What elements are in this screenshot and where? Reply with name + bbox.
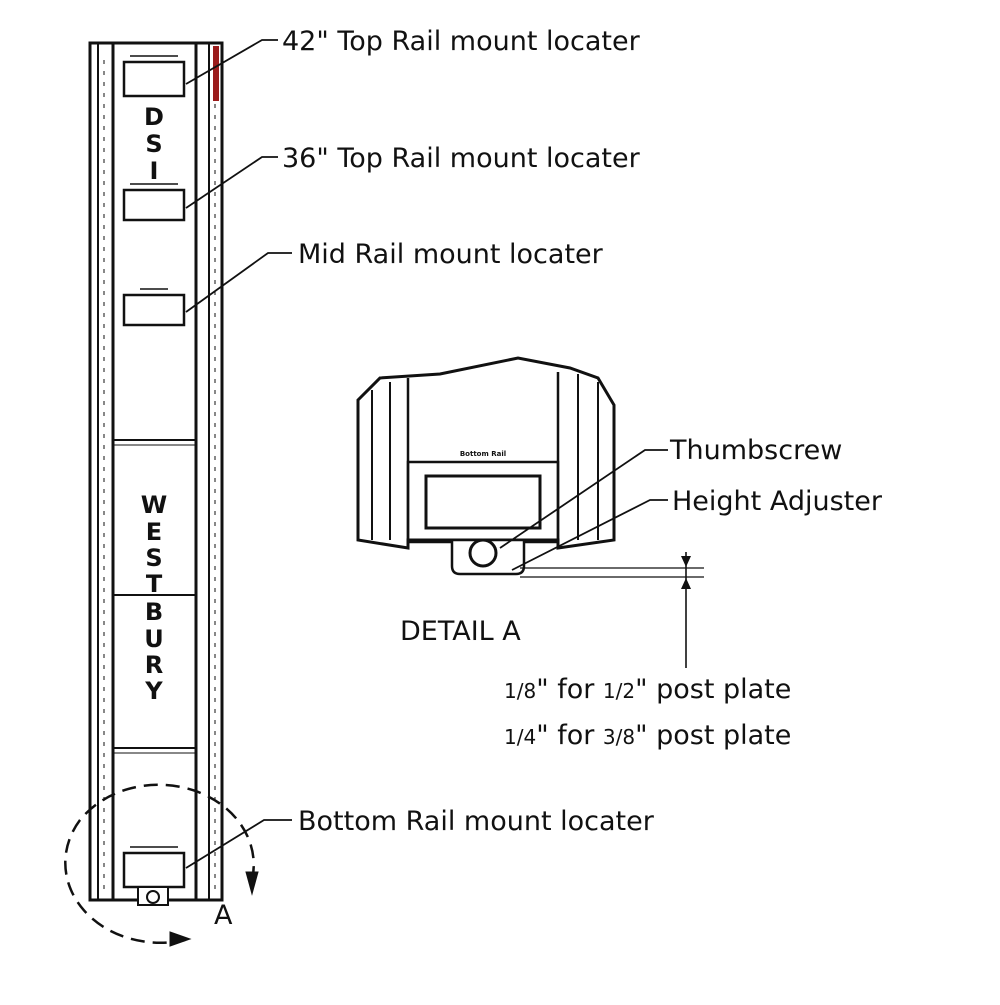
brand-letter: D [144, 103, 164, 131]
detail-leaders [499, 449, 704, 668]
bottom-rail-locater [122, 851, 186, 889]
leader-height-adjuster [511, 499, 668, 571]
note-suffix: " post plate [635, 720, 791, 751]
spacing-note-1: 1/8" for 1/2" post plate [504, 674, 791, 705]
leader-thumbscrew [499, 449, 668, 549]
plate-fraction: 1/2 [603, 679, 635, 703]
detail-a-marker [64, 783, 259, 947]
callout-height-adjuster: Height Adjuster [672, 486, 883, 517]
dimension-arrow-up-icon [681, 578, 691, 589]
note-for: " for [536, 674, 603, 705]
brand-letter: E [146, 518, 162, 546]
leader-top-rail-42 [185, 39, 278, 85]
mid-rail-locater [122, 293, 186, 327]
detail-marker-label: A [214, 900, 233, 931]
note-for: " for [536, 720, 603, 751]
leader-bottom-rail [185, 819, 292, 869]
callout-top-rail-36: 36" Top Rail mount locater [282, 143, 641, 174]
post-brand-main: W E S T B U R Y [141, 491, 167, 705]
brand-letter: W [141, 491, 167, 519]
callout-mid-rail: Mid Rail mount locater [298, 239, 604, 270]
brand-letter: Y [144, 677, 163, 705]
leader-lines [185, 39, 292, 869]
note-suffix: " post plate [635, 674, 791, 705]
arrow-right-icon [169, 931, 192, 947]
detail-dashed-circle [64, 783, 255, 944]
post-assembly [88, 41, 224, 906]
bracket-label: Bottom Rail [460, 450, 506, 458]
thumbscrew-knob [468, 538, 498, 568]
spacing-note-text: 1/8" for 1/2" post plate [504, 674, 791, 705]
detail-a-bracket [356, 356, 616, 576]
bracket-body [356, 356, 616, 550]
post-thumbscrew [146, 890, 160, 904]
spacing-note-text: 1/4" for 3/8" post plate [504, 720, 791, 751]
dimension-arrow-down-icon [681, 556, 691, 567]
plate-fraction: 3/8 [603, 725, 635, 749]
callout-thumbscrew: Thumbscrew [669, 435, 842, 466]
brand-letter: S [145, 544, 162, 572]
gap-fraction: 1/4 [504, 725, 536, 749]
callout-bottom-rail: Bottom Rail mount locater [298, 806, 655, 837]
leader-top-rail-36 [185, 156, 278, 209]
arrow-down-icon [245, 871, 259, 896]
brand-letter: S [145, 130, 162, 158]
top-rail-42-locater [122, 60, 186, 98]
spacing-note-2: 1/4" for 3/8" post plate [504, 720, 791, 751]
callout-top-rail-42: 42" Top Rail mount locater [282, 26, 641, 57]
bracket-window [424, 474, 542, 530]
brand-letter: I [150, 157, 159, 185]
brand-letter: B [145, 598, 163, 626]
detail-title: DETAIL A [400, 616, 521, 647]
accent-strip [213, 46, 219, 101]
leader-mid-rail [185, 252, 292, 313]
gap-fraction: 1/8 [504, 679, 536, 703]
top-rail-36-locater [122, 188, 186, 222]
brand-letter: T [146, 570, 163, 598]
brand-letter: U [144, 625, 164, 653]
brand-letter: R [145, 651, 163, 679]
post-brand-top: D S I [144, 103, 164, 185]
